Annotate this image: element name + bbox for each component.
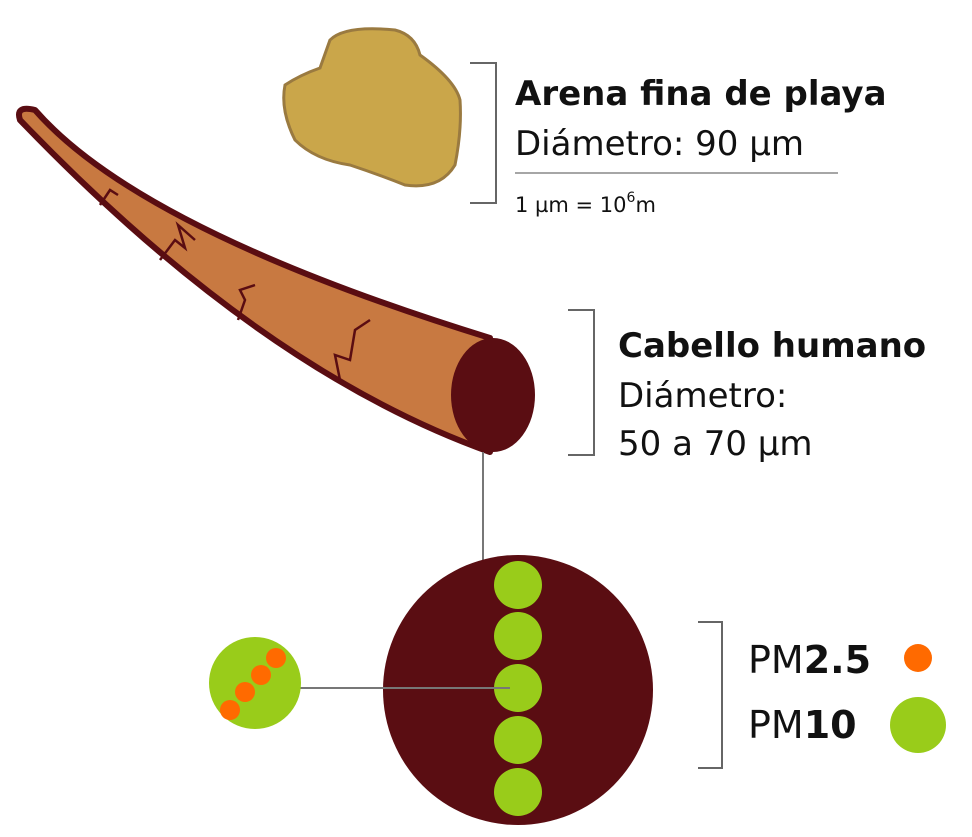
hair-bracket [568, 309, 595, 456]
legend-bracket [698, 621, 723, 769]
pm10-particle [494, 561, 542, 609]
legend-pm10-label: PM10 [748, 703, 857, 747]
pm10-particle [494, 716, 542, 764]
pm25-particle [266, 648, 286, 668]
pm10-particle [494, 664, 542, 712]
legend-pm10-dot [890, 697, 946, 753]
sand-bracket [470, 62, 497, 204]
sand-title: Arena fina de playa [515, 74, 887, 114]
legend-pm25-dot [904, 644, 932, 672]
pm10-particle [494, 768, 542, 816]
hair-cuticle-lines [98, 188, 371, 381]
hair-strand [16, 105, 493, 455]
unit-note: 1 µm = 106m [515, 190, 656, 217]
legend-pm25-label: PM2.5 [748, 638, 871, 682]
hair-cross-section-end [451, 338, 535, 452]
sand-diameter: Diámetro: 90 µm [515, 124, 804, 164]
pm10-particles [494, 561, 542, 816]
hair-diameter-label: Diámetro: [618, 376, 787, 416]
pm25-particle [251, 665, 271, 685]
pm25-particles [220, 648, 286, 720]
hair-title: Cabello humano [618, 326, 926, 366]
pm10-particle [494, 612, 542, 660]
sand-grain [282, 27, 462, 188]
pm25-particle [235, 682, 255, 702]
pm25-particle [220, 700, 240, 720]
hair-diameter-value: 50 a 70 µm [618, 424, 813, 464]
